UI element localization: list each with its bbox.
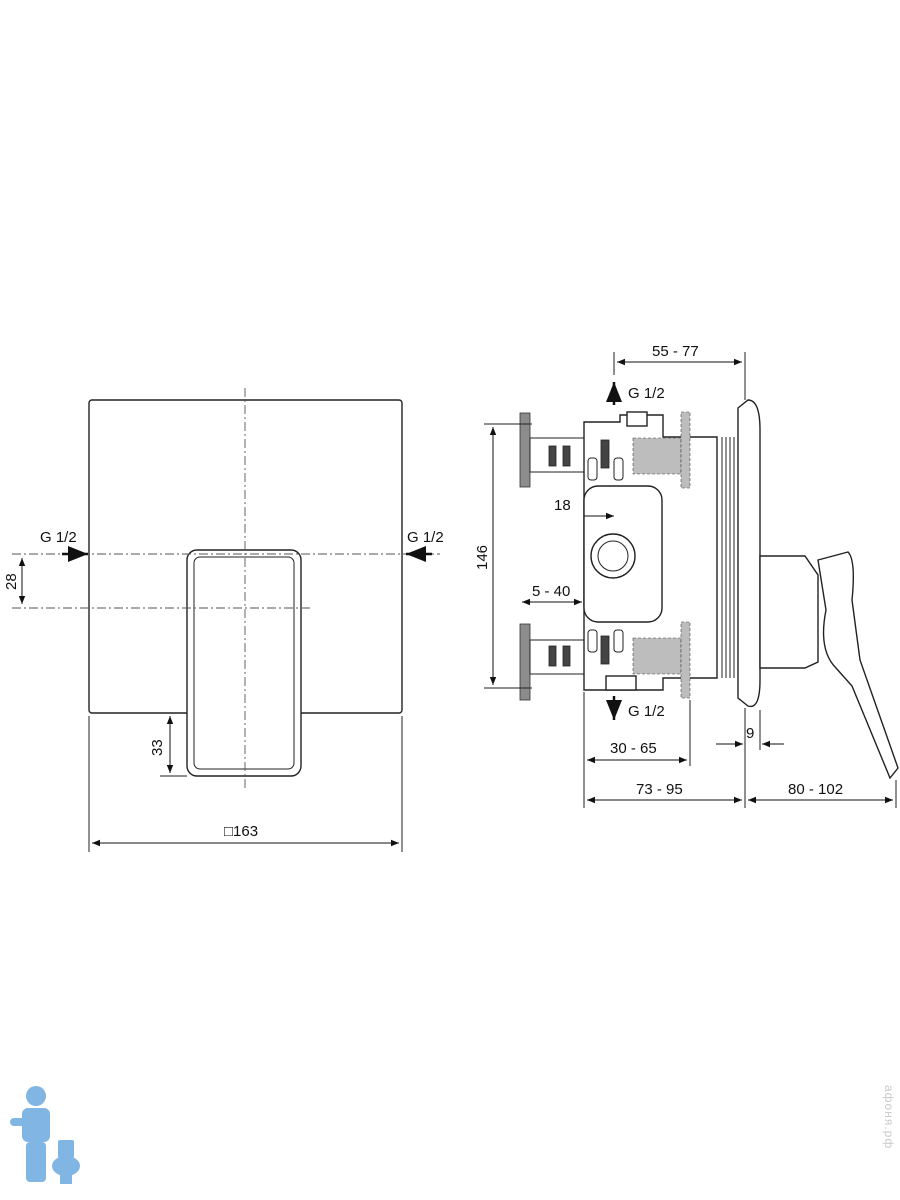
- outlet-socket-outer: [590, 533, 636, 579]
- nipple-bottom: [605, 675, 637, 691]
- inlet-left-label: G 1/2: [40, 529, 77, 546]
- spacer-bottom: [632, 637, 682, 675]
- logo-toilet-tank: [58, 1140, 74, 1158]
- bracket-bottom-arm: [529, 639, 585, 675]
- nipple-top: [626, 411, 648, 427]
- bracket-bottom-slot-2: [562, 645, 571, 667]
- bracket-top-slot-2: [562, 445, 571, 467]
- side-view: G 1/2 G 1/2 55 - 77 146 18 5 - 40 30 - 6…: [474, 343, 899, 808]
- lever-arm: [817, 551, 899, 780]
- handle-outer: [186, 549, 302, 777]
- wall-flange: [737, 399, 761, 708]
- spacer-top: [632, 437, 682, 475]
- logo-legs: [26, 1142, 46, 1182]
- outlet-bottom-label: G 1/2: [628, 703, 665, 720]
- inlet-right-label: G 1/2: [407, 529, 444, 546]
- spacer-top-post: [680, 411, 691, 489]
- dim-9-label: 9: [746, 725, 754, 742]
- dim-height-label: 146: [474, 545, 491, 570]
- lever-body: [759, 555, 819, 669]
- front-view: G 1/2 G 1/2 28 33 □163: [3, 388, 444, 852]
- dim-18-label: 18: [554, 497, 571, 514]
- handle-inner: [193, 556, 295, 770]
- slot-top-3: [613, 457, 624, 481]
- slot-bot-1: [587, 629, 598, 653]
- slot-top-1: [587, 457, 598, 481]
- outlet-top-label: G 1/2: [628, 385, 665, 402]
- spacer-bottom-post: [680, 621, 691, 699]
- dim-73-95-label: 73 - 95: [636, 781, 683, 798]
- dim-plate-label: □163: [224, 823, 258, 840]
- thread-lines: [721, 437, 735, 678]
- logo-head: [26, 1086, 46, 1106]
- bracket-bottom: [519, 623, 531, 701]
- bracket-bottom-slot-1: [548, 645, 557, 667]
- logo-body: [22, 1108, 50, 1142]
- bracket-top-arm: [529, 437, 585, 473]
- slot-bot-2: [600, 635, 610, 665]
- logo-arm: [10, 1118, 26, 1126]
- slot-top-2: [600, 439, 610, 469]
- dim-handle-label: 33: [149, 739, 166, 756]
- watermark-text: афоня.рф: [882, 1085, 896, 1150]
- logo-toilet-base: [60, 1174, 72, 1184]
- bracket-top-slot-1: [548, 445, 557, 467]
- slot-bot-3: [613, 629, 624, 653]
- dim-5-40-label: 5 - 40: [532, 583, 570, 600]
- outlet-socket-inner: [597, 540, 629, 572]
- dim-offset-label: 28: [3, 573, 20, 590]
- dim-top-label: 55 - 77: [652, 343, 699, 360]
- dim-80-102-label: 80 - 102: [788, 781, 843, 798]
- plumber-logo: [10, 1086, 80, 1184]
- dim-30-65-label: 30 - 65: [610, 740, 657, 757]
- logo-toilet-bowl: [52, 1156, 80, 1176]
